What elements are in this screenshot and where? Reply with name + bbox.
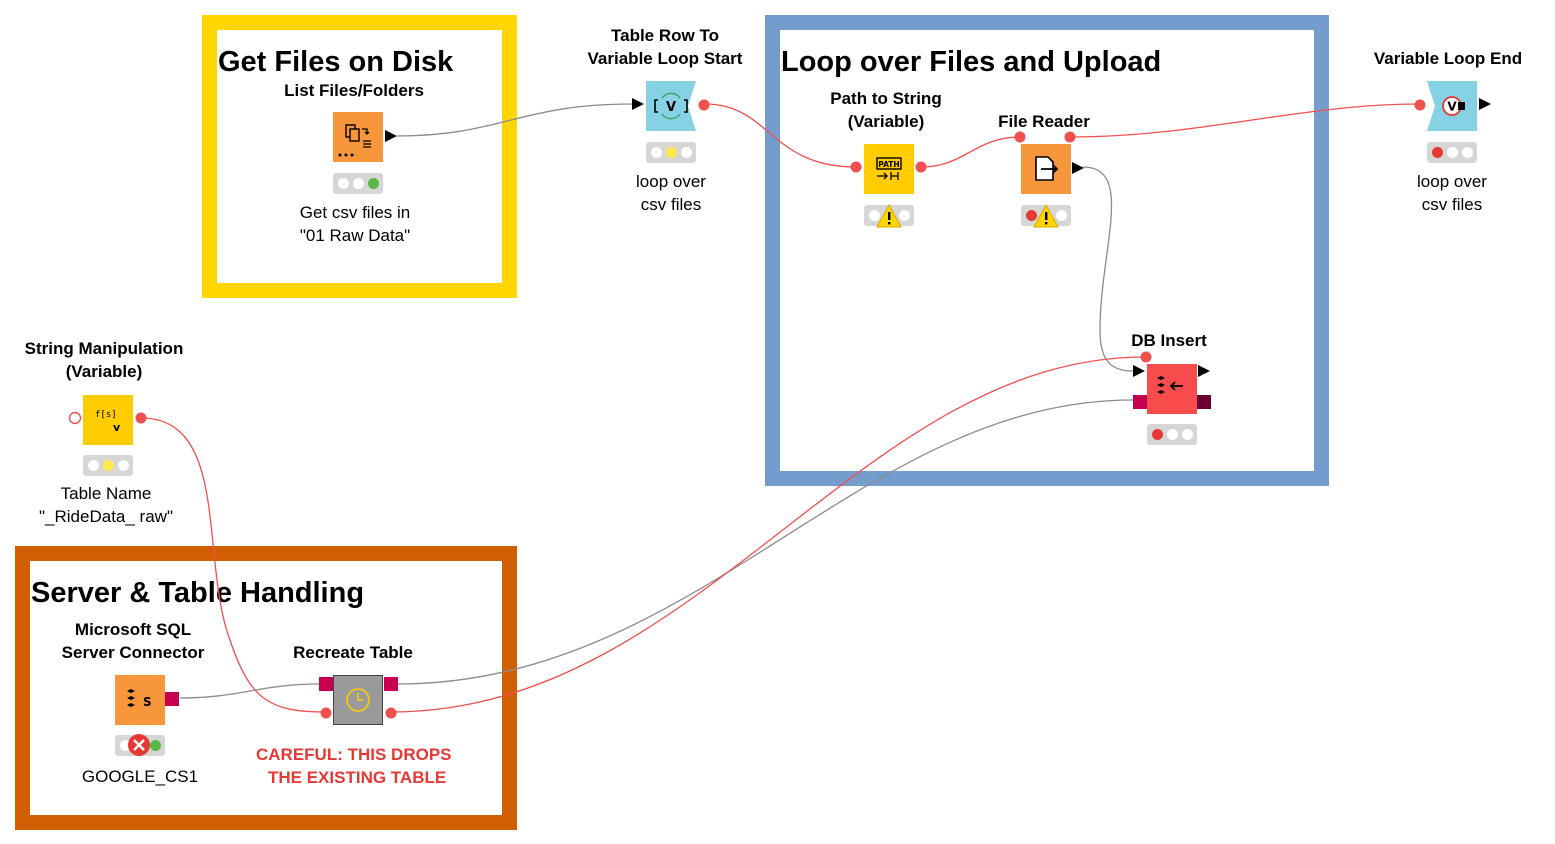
node-title: List Files/Folders: [284, 81, 424, 100]
status-indicator: [83, 455, 133, 476]
connection-list-files-to-loop-start[interactable]: [396, 103, 633, 137]
node-annotation: GOOGLE_CS1: [81, 767, 199, 786]
output-port-variable[interactable]: [914, 160, 928, 174]
connection-string-manipulation-to-recreate-table[interactable]: [140, 417, 326, 713]
node-icon-box[interactable]: PATH: [864, 144, 914, 194]
path-to-string-icon: PATH: [876, 157, 902, 180]
svg-text:PATH: PATH: [878, 160, 899, 169]
node-title: Recreate Table: [293, 643, 413, 662]
output-port-db-connection[interactable]: [165, 692, 179, 706]
input-port-variable[interactable]: [849, 160, 863, 174]
node-icon-box[interactable]: f[s] v: [83, 395, 133, 445]
input-port-variable[interactable]: [1013, 130, 1027, 144]
output-port-data[interactable]: [1478, 97, 1492, 111]
metanode-clock-icon: [346, 688, 370, 712]
db-insert-icon: [1157, 376, 1183, 394]
connection-file-reader-to-db-insert[interactable]: [1082, 166, 1134, 372]
connection-recreate-table-db-to-db-insert[interactable]: [396, 399, 1134, 685]
connection-path-to-string-to-file-reader[interactable]: [920, 136, 1021, 168]
connection-file-reader-to-loop-end[interactable]: [1069, 103, 1421, 138]
database-connector-icon: S: [127, 689, 152, 709]
node-title: Variable Loop End: [1373, 49, 1523, 68]
annotation-get-files-on-disk[interactable]: Get Files on Disk: [202, 15, 517, 298]
annotation-title: Server & Table Handling: [31, 577, 365, 609]
input-port-db-connection[interactable]: [319, 677, 333, 691]
output-port-variable[interactable]: [697, 98, 711, 112]
input-port-db-connection[interactable]: [1133, 395, 1147, 409]
node-icon-box[interactable]: [1147, 364, 1197, 414]
output-port-variable[interactable]: [384, 706, 398, 720]
svg-text:S: S: [143, 695, 152, 709]
loop-end-variable-icon: V: [1427, 81, 1477, 131]
node-icon-box[interactable]: [333, 675, 383, 725]
input-port-data[interactable]: [1132, 364, 1146, 378]
node-icon-box[interactable]: [333, 112, 383, 162]
svg-text:V: V: [1447, 100, 1457, 114]
annotation-server-table-handling[interactable]: Server & Table Handling: [15, 546, 517, 830]
output-port-variable[interactable]: [134, 411, 148, 425]
node-title: DB Insert: [1131, 331, 1207, 350]
output-port-variable[interactable]: [1063, 130, 1077, 144]
input-port-variable[interactable]: [1413, 98, 1427, 112]
output-port-data[interactable]: [1071, 161, 1085, 175]
svg-text:v: v: [113, 421, 121, 434]
error-icon: [128, 734, 150, 756]
connection-loop-start-to-path-to-string[interactable]: [704, 103, 857, 168]
file-reader-icon: [1035, 156, 1059, 181]
output-port-db-connection[interactable]: [384, 677, 398, 691]
node-annotation: Table Name"_RideData_ raw": [39, 484, 173, 526]
file-list-icon: [338, 124, 371, 157]
output-port-data[interactable]: [384, 129, 398, 143]
warning-icon: [876, 204, 902, 228]
string-manipulation-icon: f[s] v: [95, 410, 121, 434]
input-port-variable[interactable]: [1139, 350, 1153, 364]
annotation-loop-over-files-and-upload[interactable]: Loop over Files and Upload: [765, 15, 1329, 486]
node-icon-box[interactable]: S: [115, 675, 165, 725]
status-indicator: [1427, 142, 1477, 163]
output-port-data[interactable]: [1197, 364, 1211, 378]
warning-annotation: CAREFUL: THIS DROPS THE EXISTING TABLE: [256, 745, 452, 787]
status-indicator: [646, 142, 696, 163]
input-port-data[interactable]: [631, 97, 645, 111]
node-title: String Manipulation(Variable): [24, 339, 184, 381]
node-annotation: Get csv files in"01 Raw Data": [299, 203, 411, 245]
svg-text:f[s]: f[s]: [95, 410, 117, 420]
status-indicator: [1147, 424, 1197, 445]
annotation-title: Loop over Files and Upload: [781, 46, 1162, 78]
warning-icon: [1033, 204, 1059, 228]
loop-start-variable-icon: V: [646, 81, 696, 131]
connection-connector-to-recreate-table[interactable]: [179, 683, 320, 699]
status-indicator: [333, 173, 383, 194]
node-icon-box[interactable]: V: [646, 81, 696, 131]
node-title: File Reader: [998, 112, 1090, 131]
annotation-title: Get Files on Disk: [218, 46, 454, 78]
connection-recreate-table-var-to-db-insert[interactable]: [390, 356, 1146, 713]
node-icon-box[interactable]: [1021, 144, 1071, 194]
input-port-variable[interactable]: [319, 706, 333, 720]
input-port-variable-optional[interactable]: [68, 411, 82, 425]
node-icon-box[interactable]: V: [1427, 81, 1477, 131]
node-title: Path to String(Variable): [830, 89, 942, 131]
output-port-db-connection[interactable]: [1197, 395, 1211, 409]
svg-text:V: V: [666, 100, 676, 115]
